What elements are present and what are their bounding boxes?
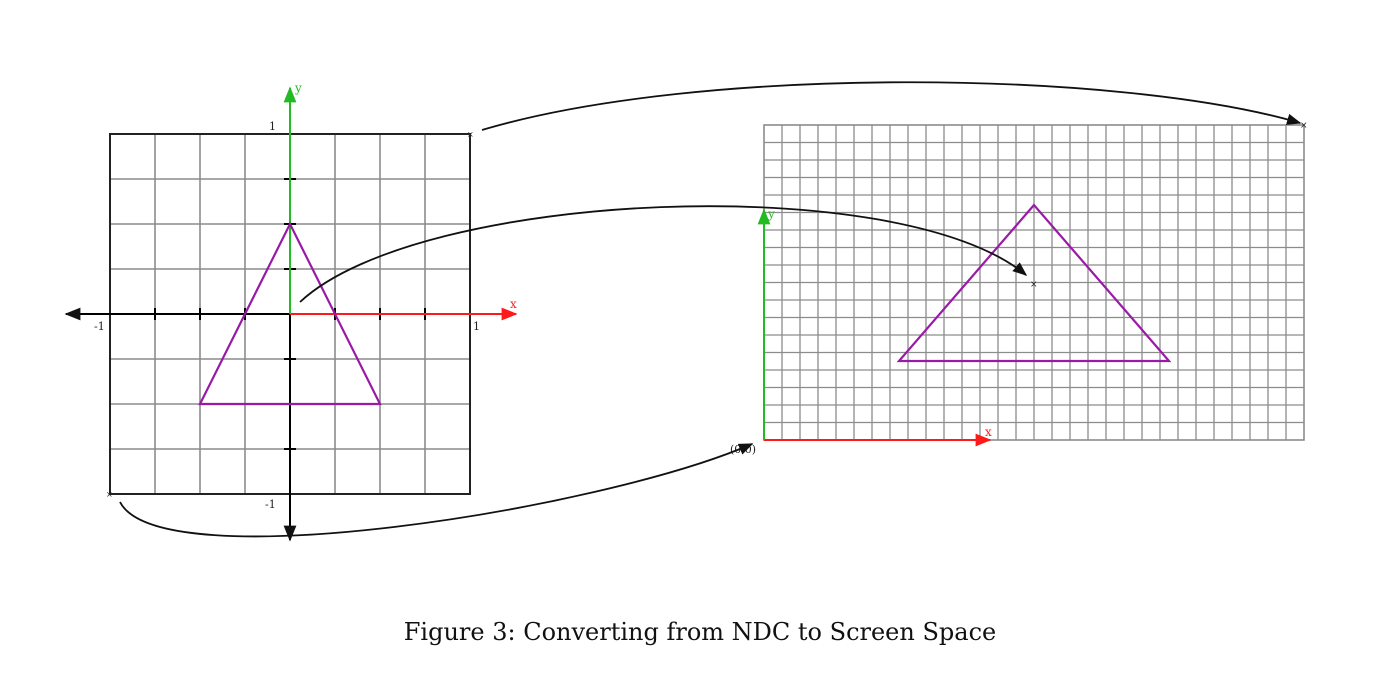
screen-panel: x y (0,0) × ×: [730, 121, 1308, 456]
screen-grid: [764, 125, 1304, 440]
ndc-bottom-left-corner-marker: ×: [106, 490, 113, 499]
screen-x-axis-label: x: [985, 425, 992, 439]
ndc-x-max-label: 1: [473, 320, 480, 333]
bottom-left-mapping-arrow: [119, 443, 754, 538]
origin-mapping-arrow: [299, 205, 1028, 303]
ndc-panel: x y -1 1 1 -1 × ×: [64, 81, 518, 542]
ndc-y-max-label: 1: [269, 120, 276, 133]
ndc-x-axis-label: x: [510, 297, 517, 311]
ndc-y-min-label: -1: [265, 498, 276, 511]
screen-triangle: [896, 203, 1172, 363]
screen-center-marker: ×: [1030, 280, 1038, 290]
figure-caption: Figure 3: Converting from NDC to Screen …: [403, 618, 997, 646]
screen-origin-label: (0,0): [730, 443, 756, 456]
screen-y-axis-label: y: [767, 207, 775, 221]
top-right-mapping-arrow: [481, 81, 1302, 131]
ndc-top-right-corner-marker: ×: [467, 130, 474, 139]
ndc-x-min-label: -1: [94, 320, 105, 333]
ndc-y-axis-label: y: [294, 81, 302, 95]
ndc-triangle: [198, 221, 382, 406]
screen-top-right-corner-marker: ×: [1300, 121, 1308, 131]
